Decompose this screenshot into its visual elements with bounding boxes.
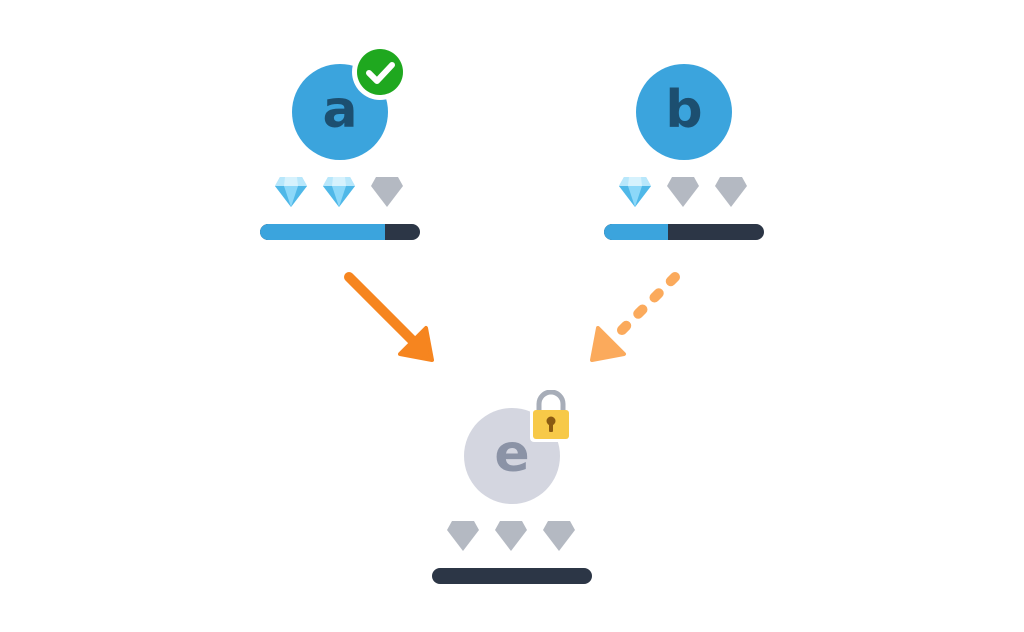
node-label: a [322, 80, 358, 140]
checkmark-icon [352, 44, 408, 100]
gem-rating [274, 176, 406, 208]
padlock-icon [530, 390, 572, 442]
gem-rating [618, 176, 750, 208]
arrow-icon [398, 326, 434, 362]
gem-earned-icon [619, 177, 651, 207]
node-e[interactable]: e [432, 390, 592, 590]
gem-empty-icon [371, 177, 403, 207]
progress-bar [604, 224, 764, 240]
edge-b-to-e-line [606, 272, 680, 346]
gem-empty-icon [495, 521, 527, 551]
gem-empty-icon [543, 521, 575, 551]
gem-empty-icon [447, 521, 479, 551]
node-b[interactable]: b [604, 56, 764, 246]
node-circle[interactable]: b [636, 64, 732, 160]
node-label: b [665, 80, 703, 140]
gem-earned-icon [323, 177, 355, 207]
node-a[interactable]: a [260, 44, 420, 246]
gem-rating [446, 520, 578, 552]
edge-a-to-e-line [344, 272, 418, 346]
gem-earned-icon [275, 177, 307, 207]
progress-bar [260, 224, 420, 240]
edge-b-to-e [590, 272, 680, 362]
progress-bar [432, 568, 592, 584]
node-label: e [494, 424, 530, 484]
edge-a-to-e [344, 272, 434, 362]
progress-fill [604, 224, 668, 240]
progress-fill [260, 224, 385, 240]
gem-empty-icon [667, 177, 699, 207]
arrow-icon [590, 326, 626, 362]
gem-empty-icon [715, 177, 747, 207]
